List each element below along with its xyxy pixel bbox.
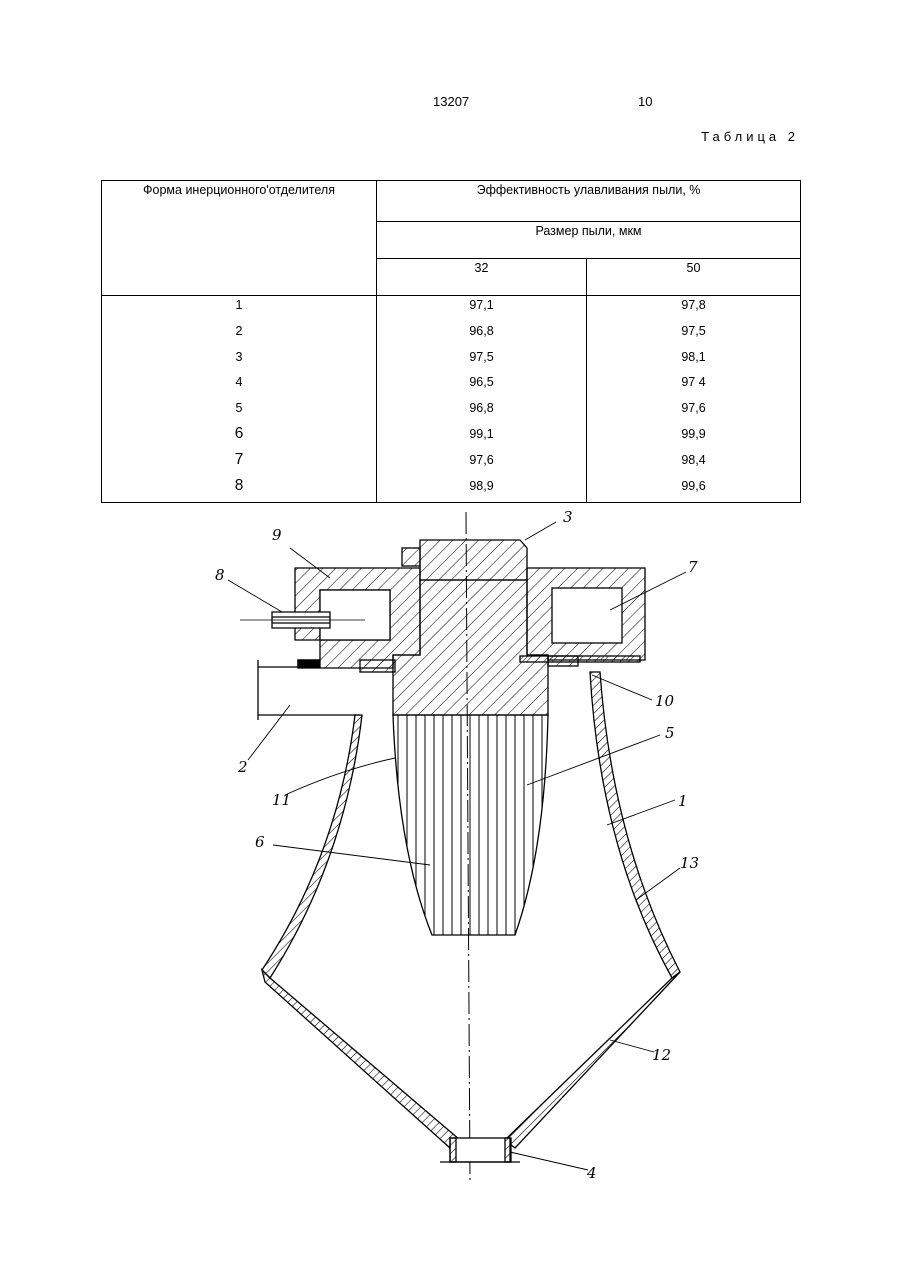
column-form: 1 2 3 4 5 6 7 8 [102, 296, 377, 503]
header-size-50: 50 [587, 259, 801, 296]
label-3: 3 [563, 508, 573, 526]
label-2: 2 [237, 758, 248, 776]
separator-drawing: 1 2 3 4 5 6 7 8 9 10 11 12 13 [0, 505, 901, 1195]
form-value: 3 [102, 348, 376, 374]
label-11: 11 [272, 791, 291, 809]
value-50: 97,5 [587, 322, 800, 348]
efficiency-table: Форма инерционного'отделителя Эффективно… [101, 180, 801, 503]
label-5: 5 [665, 724, 675, 742]
value-32: 98,9 [377, 477, 586, 503]
value-32: 99,1 [377, 425, 586, 451]
value-50: 97,6 [587, 399, 800, 425]
value-32: 96,8 [377, 399, 586, 425]
shell-left [262, 715, 362, 978]
value-50: 99,6 [587, 477, 800, 503]
label-1: 1 [678, 792, 688, 810]
label-8: 8 [215, 566, 225, 584]
form-value: 5 [102, 399, 376, 425]
value-32: 97,6 [377, 451, 586, 477]
label-7: 7 [688, 558, 698, 576]
table-caption: Таблица 2 [701, 129, 799, 144]
value-32: 97,5 [377, 348, 586, 374]
blade-bundle [393, 715, 548, 935]
right-chamber [552, 588, 622, 643]
form-value: 4 [102, 373, 376, 399]
header-size-32: 32 [377, 259, 587, 296]
label-10: 10 [655, 692, 675, 710]
form-value: 2 [102, 322, 376, 348]
value-50: 97 4 [587, 373, 800, 399]
header-form: Форма инерционного'отделителя [102, 181, 377, 296]
label-4: 4 [586, 1164, 597, 1182]
shell-right [590, 672, 680, 978]
top-plug [420, 540, 527, 580]
value-50: 97,8 [587, 296, 800, 322]
column-32: 97,1 96,8 97,5 96,5 96,8 99,1 97,6 98,9 [377, 296, 587, 503]
form-value: 6 [102, 425, 376, 451]
value-32: 97,1 [377, 296, 586, 322]
value-50: 98,1 [587, 348, 800, 374]
label-6: 6 [255, 833, 265, 851]
form-value: 8 [102, 477, 376, 503]
header-dust-size: Размер пыли, мкм [377, 222, 801, 259]
label-9: 9 [272, 526, 282, 544]
cone-left [262, 970, 460, 1148]
value-50: 98,4 [587, 451, 800, 477]
label-12: 12 [652, 1046, 671, 1064]
value-32: 96,8 [377, 322, 586, 348]
column-50: 97,8 97,5 98,1 97 4 97,6 99,9 98,4 99,6 [587, 296, 801, 503]
outlet [450, 1138, 510, 1162]
header-efficiency: Эффективность улавливания пыли, % [377, 181, 801, 222]
page-number: 10 [638, 94, 652, 109]
value-50: 99,9 [587, 425, 800, 451]
form-value: 1 [102, 296, 376, 322]
value-32: 96,5 [377, 373, 586, 399]
patent-number: 13207 [433, 94, 469, 109]
form-value: 7 [102, 451, 376, 477]
label-13: 13 [680, 854, 699, 872]
